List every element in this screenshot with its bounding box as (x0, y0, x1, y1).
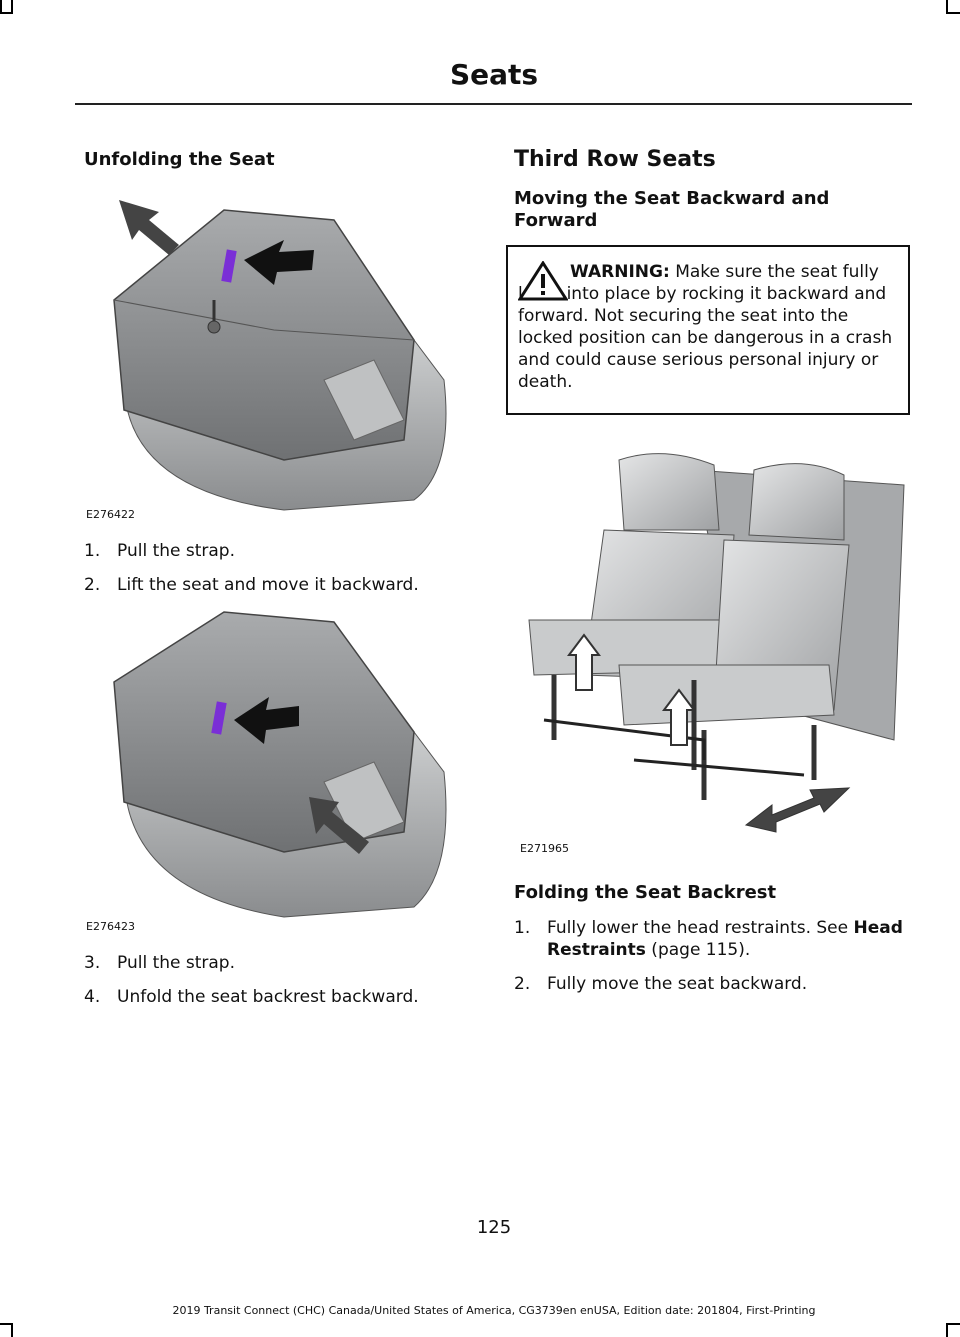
figure-unfolding-step3: E276423 (84, 602, 454, 934)
crop-mark (946, 1323, 960, 1325)
crop-mark (11, 0, 13, 14)
seat-strap-illustration (113, 200, 447, 511)
figure-id: E276423 (86, 920, 135, 933)
figure-id: E271965 (520, 842, 569, 855)
crop-mark (946, 12, 960, 14)
page-title: Seats (449, 58, 539, 91)
arrow-icon (244, 240, 314, 285)
crop-mark (946, 0, 948, 14)
warning-text: Make sure the seat fully locks into plac… (518, 262, 893, 392)
arrow-up-icon (567, 633, 601, 691)
list-item: 2.Fully move the seat backward. (514, 974, 808, 994)
crop-mark (0, 0, 2, 12)
list-item: 1.Fully lower the head restraints. See H… (514, 918, 903, 960)
warning-box: WARNING: Make sure the seat fully locks … (506, 245, 910, 415)
steps-list: 1.Pull the strap. 2.Lift the seat and mo… (84, 540, 464, 608)
double-arrow-icon (744, 787, 851, 833)
crop-mark (11, 1323, 13, 1337)
strap-icon (211, 701, 227, 735)
seat-backrest-illustration (113, 611, 447, 918)
steps-list: 1.Fully lower the head restraints. See H… (514, 917, 904, 1007)
crop-mark (0, 12, 12, 14)
list-item: 1.Pull the strap. (84, 541, 236, 561)
list-item: 4.Unfold the seat backrest backward. (84, 987, 419, 1007)
arrow-up-icon (662, 688, 696, 746)
arrow-icon (309, 797, 369, 854)
arrow-icon (119, 200, 179, 255)
steps-list: 3.Pull the strap. 4.Unfold the seat back… (84, 952, 464, 1020)
list-item: 3.Pull the strap. (84, 953, 236, 973)
section-heading-unfolding: Unfolding the Seat (84, 149, 275, 170)
page-number: 125 (476, 1217, 512, 1238)
section-heading-third-row: Third Row Seats (514, 147, 716, 172)
third-row-seats-illustration (528, 453, 905, 833)
warning-icon (518, 261, 568, 301)
subheading-moving: Moving the Seat Backward and Forward (514, 188, 830, 231)
link-head-restraints[interactable]: Head Restraints (547, 918, 903, 960)
figure-id: E276422 (86, 508, 135, 521)
crop-mark (946, 1323, 948, 1337)
strap-icon (221, 249, 237, 283)
figure-third-row-seats: E271965 (514, 440, 910, 860)
figure-unfolding-step1: E276422 (84, 190, 454, 522)
footer-text: 2019 Transit Connect (CHC) Canada/United… (172, 1304, 816, 1317)
arrow-icon (234, 697, 299, 744)
subheading-folding: Folding the Seat Backrest (514, 882, 777, 903)
crop-mark (0, 1323, 12, 1325)
header-rule (75, 103, 912, 105)
list-item: 2.Lift the seat and move it backward. (84, 575, 419, 595)
warning-label: WARNING: (570, 262, 670, 282)
